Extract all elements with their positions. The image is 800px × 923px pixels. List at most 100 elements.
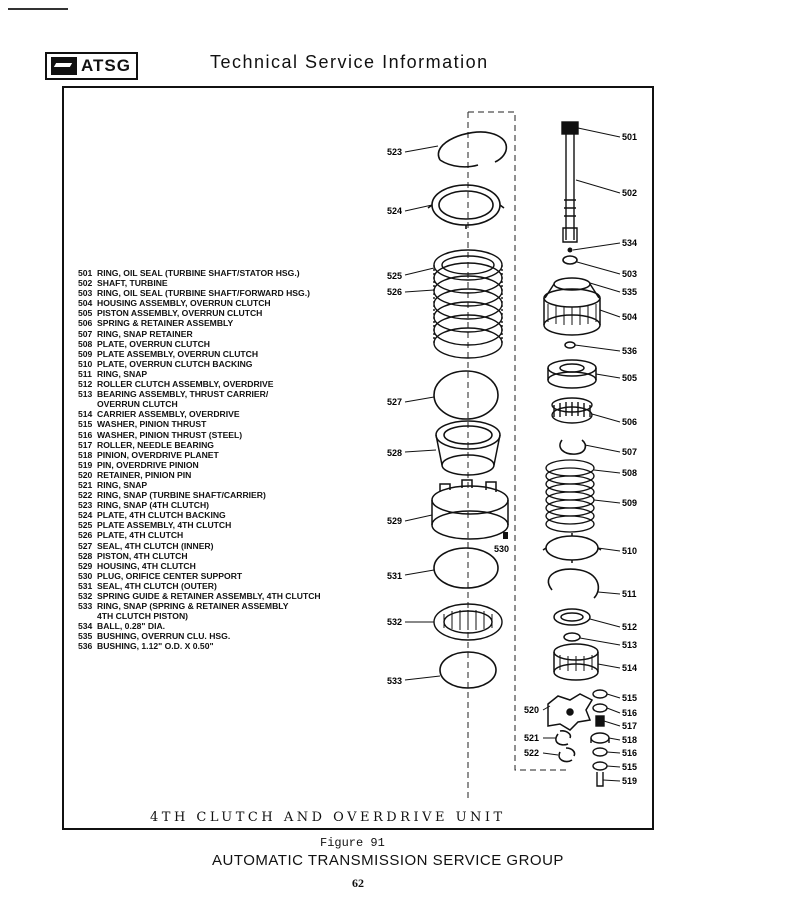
part-number: 518	[78, 449, 93, 460]
part-description: SPRING GUIDE & RETAINER ASSEMBLY, 4TH CL…	[97, 591, 321, 601]
part-description: PLATE, 4TH CLUTCH	[97, 530, 184, 541]
callout-532: 532	[387, 617, 402, 627]
pinion-stack-drawing	[590, 689, 610, 787]
callout-502: 502	[622, 188, 637, 198]
callout-527: 527	[387, 397, 402, 407]
roller-clutch-512-drawing	[553, 608, 591, 626]
piston-505-drawing	[547, 359, 597, 389]
callout-501: 501	[622, 132, 637, 142]
backing-plate-510-drawing	[542, 533, 602, 563]
callout-517: 517	[622, 721, 637, 731]
part-number: 512	[78, 379, 93, 390]
snap-ring-522-drawing	[558, 747, 576, 763]
part-description: BALL, 0.28" DIA.	[97, 621, 166, 632]
part-description: CARRIER ASSEMBLY, OVERDRIVE	[97, 409, 240, 420]
logo-text: ATSG	[81, 56, 131, 75]
spring-retainer-506-drawing	[551, 397, 593, 424]
snap-ring-507-drawing	[559, 439, 587, 455]
figure-caption-title: 4TH CLUTCH AND OVERDRIVE UNIT	[150, 810, 506, 825]
part-description: PLATE, 4TH CLUTCH BACKING	[97, 510, 226, 521]
callout-509: 509	[622, 498, 637, 508]
part-description: WASHER, PINION THRUST	[97, 419, 207, 430]
part-description: 4TH CLUTCH PISTON)	[97, 611, 189, 622]
callout-labels: 523 524 525 526 527 528 529 530 531 532 …	[387, 132, 637, 786]
carrier-514-drawing	[553, 643, 599, 681]
part-number: 527	[78, 540, 93, 551]
part-description: RING, SNAP (TURBINE SHAFT/CARRIER)	[97, 490, 266, 501]
snap-ring-521-drawing	[555, 730, 572, 746]
bushing-536-drawing	[564, 341, 576, 349]
footer-title: AUTOMATIC TRANSMISSION SERVICE GROUP	[212, 852, 564, 869]
figure-number: Figure 91	[320, 836, 385, 850]
part-number: 516	[78, 429, 93, 440]
thrust-bearing-513-drawing	[563, 632, 581, 642]
piston-528-drawing	[435, 420, 501, 476]
part-description: PLATE ASSEMBLY, 4TH CLUTCH	[97, 520, 232, 531]
callout-528: 528	[387, 448, 402, 458]
part-number: 507	[78, 328, 93, 339]
part-description: SPRING & RETAINER ASSEMBLY	[97, 318, 234, 329]
part-number: 530	[78, 570, 93, 581]
part-number: 505	[78, 308, 93, 319]
part-number: 531	[78, 580, 93, 591]
callout-520: 520	[524, 705, 539, 715]
callout-513: 513	[622, 640, 637, 650]
callout-508: 508	[622, 468, 637, 478]
part-number: 528	[78, 550, 93, 561]
part-number: 509	[78, 348, 93, 359]
logo-check-icon	[51, 57, 77, 75]
part-description: RING, SNAP	[97, 368, 148, 379]
part-description: ROLLER, NEEDLE BEARING	[97, 439, 214, 450]
part-number: 513	[78, 389, 93, 400]
part-number: 532	[78, 591, 93, 601]
part-number: 533	[78, 601, 93, 612]
callout-526: 526	[387, 287, 402, 297]
part-description: BEARING ASSEMBLY, THRUST CARRIER/	[97, 389, 269, 400]
part-description: ROLLER CLUTCH ASSEMBLY, OVERDRIVE	[97, 379, 274, 390]
figure-frame	[62, 86, 654, 830]
snap-ring-523-drawing	[437, 131, 508, 168]
part-number: 521	[78, 479, 93, 490]
part-number: 536	[78, 641, 93, 652]
part-description: SHAFT, TURBINE	[97, 278, 168, 289]
ball-534-drawing	[567, 247, 573, 253]
snap-ring-511-drawing	[547, 568, 600, 599]
callout-536: 536	[622, 346, 637, 356]
part-number: 517	[78, 439, 93, 450]
part-description: HOUSING ASSEMBLY, OVERRUN CLUTCH	[97, 298, 271, 309]
part-number: 511	[78, 368, 92, 379]
clutch-pack-508-509-drawing	[545, 459, 595, 533]
part-number: 526	[78, 530, 93, 541]
callout-510: 510	[622, 546, 637, 556]
inner-seal-527-drawing	[433, 370, 499, 420]
part-number: 510	[78, 358, 93, 369]
callout-515: 515	[622, 693, 637, 703]
page-number: 62	[352, 876, 364, 890]
parts-list-item: 4TH CLUTCH PISTON)	[78, 611, 378, 621]
part-number: 501	[78, 268, 93, 278]
parts-list-item: 512 ROLLER CLUTCH ASSEMBLY, OVERDRIVE	[78, 379, 378, 389]
callout-515-lower: 515	[622, 762, 637, 772]
callout-523: 523	[387, 147, 402, 157]
parts-list-item: 513 BEARING ASSEMBLY, THRUST CARRIER/	[78, 389, 378, 399]
part-description: HOUSING, 4TH CLUTCH	[97, 560, 196, 571]
callout-503: 503	[622, 269, 637, 279]
callout-525: 525	[387, 271, 402, 281]
